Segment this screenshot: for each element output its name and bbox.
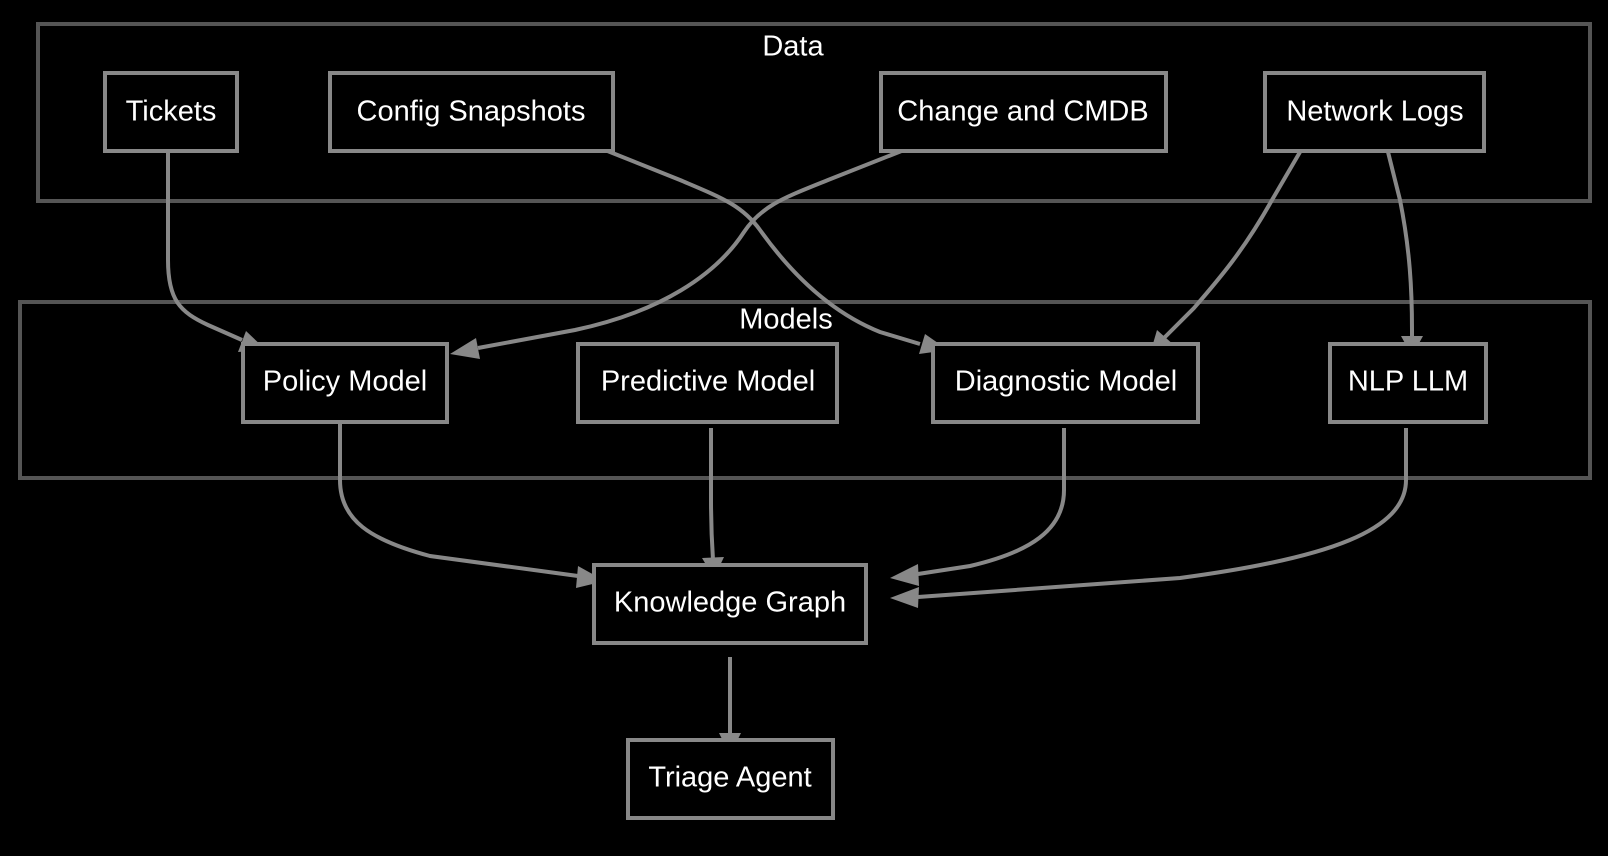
node-predictive-model-label: Predictive Model xyxy=(601,366,815,398)
node-knowledge-graph-label: Knowledge Graph xyxy=(614,587,846,619)
node-knowledge-graph[interactable]: Knowledge Graph xyxy=(592,563,868,645)
cluster-models-title: Models xyxy=(739,304,833,336)
node-config-snapshots-box[interactable] xyxy=(328,71,615,153)
arrowhead-icon xyxy=(890,564,919,586)
edge-netlogs-to-nlp xyxy=(1386,151,1423,356)
node-triage-agent-box[interactable] xyxy=(626,738,835,820)
edge-predictive-to-kg xyxy=(702,428,724,578)
node-diagnostic-model[interactable]: Diagnostic Model xyxy=(931,342,1200,424)
edge-nlp-to-kg xyxy=(890,428,1408,608)
edge-diagnostic-to-kg xyxy=(890,428,1066,586)
node-knowledge-graph-box[interactable] xyxy=(592,563,868,645)
cluster-models: Models xyxy=(18,300,1592,480)
node-policy-model[interactable]: Policy Model xyxy=(241,342,449,424)
node-nlp-llm-box[interactable] xyxy=(1328,342,1488,424)
node-triage-agent-label: Triage Agent xyxy=(648,762,811,794)
node-tickets-box[interactable] xyxy=(103,71,239,153)
cluster-models-border xyxy=(18,300,1592,480)
edge-tickets-to-policy xyxy=(166,152,266,352)
node-change-and-cmdb[interactable]: Change and CMDB xyxy=(879,71,1168,153)
node-tickets-label: Tickets xyxy=(126,96,217,128)
node-predictive-model[interactable]: Predictive Model xyxy=(576,342,839,424)
node-network-logs-box[interactable] xyxy=(1263,71,1486,153)
node-config-snapshots-label: Config Snapshots xyxy=(357,96,586,128)
edge-netlogs-to-diagnostic xyxy=(1150,150,1302,354)
node-nlp-llm[interactable]: NLP LLM xyxy=(1328,342,1488,424)
node-predictive-model-box[interactable] xyxy=(576,342,839,424)
node-config-snapshots[interactable]: Config Snapshots xyxy=(328,71,615,153)
node-diagnostic-model-label: Diagnostic Model xyxy=(955,366,1177,398)
node-change-and-cmdb-box[interactable] xyxy=(879,71,1168,153)
node-network-logs[interactable]: Network Logs xyxy=(1263,71,1486,153)
node-triage-agent[interactable]: Triage Agent xyxy=(626,738,835,820)
cluster-data-border xyxy=(36,22,1592,203)
edge-policy-to-kg xyxy=(338,424,605,588)
node-change-and-cmdb-label: Change and CMDB xyxy=(897,96,1148,128)
arrowhead-icon xyxy=(450,338,480,359)
arrowhead-icon xyxy=(890,587,919,608)
node-nlp-llm-label: NLP LLM xyxy=(1348,366,1468,398)
node-policy-model-label: Policy Model xyxy=(263,366,427,398)
cluster-data-title: Data xyxy=(762,31,824,63)
edge-cmdb-to-policy xyxy=(450,148,905,359)
node-tickets[interactable]: Tickets xyxy=(103,71,239,153)
node-policy-model-box[interactable] xyxy=(241,342,449,424)
cluster-data: Data xyxy=(36,22,1592,203)
node-network-logs-label: Network Logs xyxy=(1286,96,1463,128)
node-diagnostic-model-box[interactable] xyxy=(931,342,1200,424)
